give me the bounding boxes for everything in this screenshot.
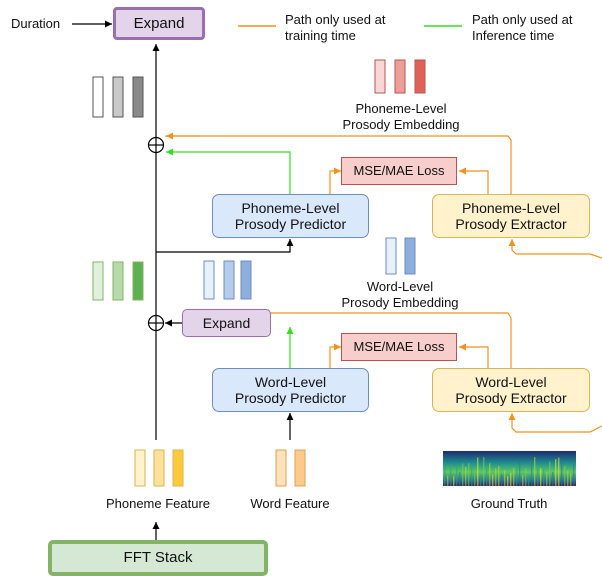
word-feature-label: Word Feature: [250, 496, 330, 511]
spectrogram-streak: [459, 471, 461, 486]
spectrogram-streak: [471, 465, 473, 486]
spectrogram-streak: [501, 474, 503, 486]
ground-truth-spectrogram: [443, 451, 576, 486]
spectrogram-streak: [561, 461, 563, 486]
spectrogram-streak: [498, 465, 500, 486]
spectrogram-streak: [534, 456, 536, 486]
training-path-phoneme-pred-loss: [329, 167, 341, 194]
legend-training-text: Path only used at training time: [285, 12, 386, 43]
spectrogram-streak: [537, 468, 539, 486]
training-path-word-embedding: [262, 309, 512, 368]
word-predictor-label-2: Prosody Predictor: [234, 390, 347, 406]
spectrogram-streak: [486, 468, 488, 486]
spectrogram-streak: [567, 470, 569, 486]
top-expand-label: Expand: [133, 14, 185, 32]
word-predictor-box: Word-Level Prosody Predictor: [212, 368, 369, 412]
spectrogram-streak: [483, 456, 485, 486]
word-expand-box: Expand: [182, 309, 271, 337]
adder-lower: [147, 314, 165, 332]
spectrogram-streak: [552, 472, 554, 486]
spectrogram-streak: [570, 473, 572, 486]
spectrogram-streak: [447, 475, 449, 486]
spectrogram-streak: [468, 463, 470, 486]
spectrogram-streak: [522, 475, 524, 486]
word-loss-box: MSE/MAE Loss: [341, 333, 457, 361]
spectrogram-streak: [477, 457, 479, 486]
branch-to-phoneme-predictor: [156, 239, 294, 253]
spectrogram-streak: [507, 476, 509, 486]
spectrogram-streak: [453, 476, 455, 486]
spectrogram-streak: [480, 475, 482, 486]
training-path-phoneme-embedding: [165, 135, 512, 194]
phoneme-embedding-label: Phoneme-Level Prosody Embedding: [342, 101, 460, 132]
spectrogram-streak: [489, 463, 491, 486]
spectrogram-streak: [546, 472, 548, 486]
word-loss-label: MSE/MAE Loss: [353, 339, 445, 354]
spectrogram-streak: [462, 463, 464, 486]
training-path-word-ext-loss: [459, 343, 489, 368]
phoneme-predictor-label-2: Prosody Predictor: [234, 216, 347, 232]
spectrogram-streak: [513, 467, 515, 486]
spectrogram-streak: [492, 474, 494, 486]
gray-embedding-bars: [92, 76, 144, 118]
phoneme-loss-box: MSE/MAE Loss: [341, 157, 457, 185]
training-path-word-pred-loss: [329, 343, 341, 368]
ground-truth-label: Ground Truth: [470, 496, 548, 511]
spectrogram-streak: [444, 467, 446, 486]
spectrogram-streak: [525, 468, 527, 486]
word-predictor-label-1: Word-Level: [254, 374, 327, 390]
spectrogram-streak: [510, 472, 512, 486]
word-embedding-label: Word-Level Prosody Embedding: [341, 279, 459, 310]
phoneme-embedding-bars: [374, 59, 426, 94]
blue-expanded-bars: [203, 260, 252, 300]
adder-upper: [147, 136, 165, 154]
phoneme-feature-label: Phoneme Feature: [105, 496, 211, 511]
inference-path-phoneme: [166, 148, 291, 194]
phoneme-extractor-label-2: Prosody Extractor: [455, 216, 567, 232]
spectrogram-streak: [573, 462, 575, 486]
phoneme-loss-label: MSE/MAE Loss: [353, 163, 445, 178]
spectrogram-streak: [495, 468, 497, 486]
word-expand-label: Expand: [202, 315, 251, 331]
spectrogram-streak: [558, 457, 560, 486]
spectrogram-streak: [543, 468, 545, 486]
phoneme-predictor-box: Phoneme-Level Prosody Predictor: [212, 194, 369, 238]
spectrogram-streak: [450, 468, 452, 486]
training-path-phoneme-ext-loss: [459, 167, 489, 194]
fft-stack-box: FFT Stack: [48, 540, 268, 576]
spectrogram-streak: [531, 463, 533, 486]
training-path-gt-word-ext: [508, 413, 602, 433]
spectrogram-streak: [456, 465, 458, 486]
phoneme-extractor-box: Phoneme-Level Prosody Extractor: [432, 194, 590, 238]
spectrogram-streak: [474, 474, 476, 486]
spectrogram-streak: [504, 470, 506, 486]
phoneme-feature-bars: [134, 449, 184, 487]
legend-inference-text: Path only used at Inference time: [472, 12, 573, 43]
spectrogram-streak: [519, 461, 521, 486]
spectrogram-streak: [528, 476, 530, 486]
word-extractor-label-1: Word-Level: [475, 374, 547, 390]
duration-label: Duration: [11, 16, 61, 31]
spectrogram-streak: [549, 461, 551, 486]
green-feature-bars: [92, 261, 144, 301]
spectrogram-streak: [564, 465, 566, 486]
word-feature-bars: [275, 449, 306, 487]
spectrogram-streak: [465, 467, 467, 486]
word-embedding-bars: [385, 237, 416, 275]
spectrogram-streak: [516, 464, 518, 486]
fft-stack-label: FFT Stack: [123, 549, 193, 566]
spectrogram-streak: [555, 459, 557, 486]
training-path-gt-phoneme-ext: [508, 239, 602, 259]
word-extractor-box: Word-Level Prosody Extractor: [432, 368, 590, 412]
top-expand-box: Expand: [113, 7, 205, 40]
phoneme-extractor-label-1: Phoneme-Level: [461, 200, 561, 216]
spectrogram-streak: [540, 468, 542, 486]
phoneme-predictor-label-1: Phoneme-Level: [241, 200, 340, 216]
word-extractor-label-2: Prosody Extractor: [455, 390, 567, 406]
